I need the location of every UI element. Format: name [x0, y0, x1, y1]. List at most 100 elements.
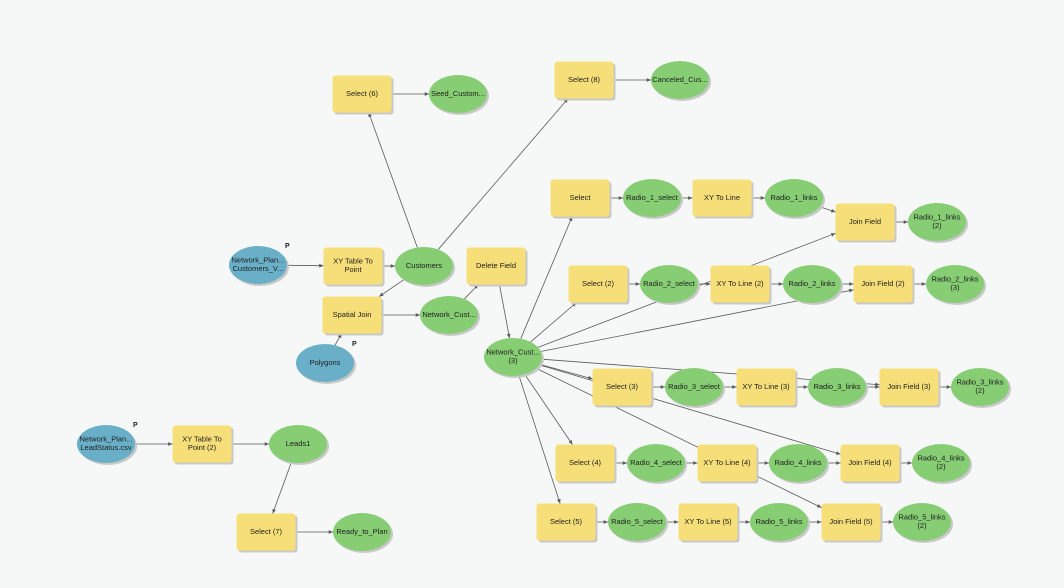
derived-data-node-radio-1-links-2[interactable]: Radio_1_links(2) [908, 203, 968, 243]
tool-box[interactable] [821, 503, 881, 541]
data-ellipse[interactable] [640, 265, 698, 303]
tool-node-spatial-join[interactable]: Spatial Join [322, 296, 384, 336]
derived-data-node-radio-3-select[interactable]: Radio_3_select [665, 368, 725, 408]
data-ellipse[interactable] [429, 75, 487, 113]
data-ellipse[interactable] [484, 338, 542, 376]
tool-box[interactable] [550, 179, 610, 217]
tool-node-xy-to-line-3[interactable]: XY To Line (3) [736, 368, 798, 408]
tool-box[interactable] [466, 247, 526, 285]
tool-node-join-field-5[interactable]: Join Field (5) [821, 503, 883, 543]
tool-node-select[interactable]: Select [550, 179, 612, 219]
tool-node-xy-to-line-5[interactable]: XY To Line (5) [678, 503, 740, 543]
data-ellipse[interactable] [296, 344, 354, 382]
derived-data-node-customers[interactable]: Customers [395, 247, 455, 287]
derived-data-node-leads1[interactable]: Leads1 [269, 425, 329, 465]
tool-box[interactable] [879, 368, 939, 406]
derived-data-node-radio-2-links-3[interactable]: Radio_2_links(3) [926, 265, 986, 305]
connector-n12-to-n37[interactable] [518, 375, 561, 504]
data-ellipse[interactable] [783, 265, 841, 303]
data-ellipse[interactable] [951, 368, 1009, 406]
data-ellipse[interactable] [769, 444, 827, 482]
tool-box[interactable] [568, 265, 628, 303]
tool-box[interactable] [554, 61, 614, 99]
data-ellipse[interactable] [395, 247, 453, 285]
connector-n12-to-n31[interactable] [524, 374, 573, 445]
derived-data-node-seed-custom[interactable]: Seed_Custom... [429, 75, 489, 115]
tool-box[interactable] [853, 265, 913, 303]
data-ellipse[interactable] [893, 503, 951, 541]
tool-box[interactable] [332, 75, 392, 113]
tool-node-select-4[interactable]: Select (4) [555, 444, 617, 484]
tool-box[interactable] [736, 368, 796, 406]
data-ellipse[interactable] [623, 179, 681, 217]
connector-n3-to-n8[interactable] [378, 279, 405, 297]
data-ellipse[interactable] [608, 503, 666, 541]
tool-node-join-field-4[interactable]: Join Field (4) [840, 444, 902, 484]
tool-node-select-8[interactable]: Select (8) [554, 61, 616, 101]
tool-node-xy-to-line-2[interactable]: XY To Line (2) [710, 265, 772, 305]
derived-data-node-radio-5-links[interactable]: Radio_5_links [750, 503, 810, 543]
derived-data-node-radio-4-links[interactable]: Radio_4_links [769, 444, 829, 484]
connector-n12-to-n25[interactable] [539, 363, 593, 380]
connector-n45-to-n46[interactable] [272, 462, 292, 514]
derived-data-node-radio-4-links-2[interactable]: Radio_4_links(2) [912, 444, 972, 484]
data-ellipse[interactable] [908, 203, 966, 241]
tool-node-join-field-3[interactable]: Join Field (3) [879, 368, 941, 408]
tool-node-select-2[interactable]: Select (2) [568, 265, 630, 305]
derived-data-node-radio-5-select[interactable]: Radio_5_select [608, 503, 668, 543]
derived-data-node-radio-2-links[interactable]: Radio_2_links [783, 265, 843, 305]
connector-n12-to-n35[interactable] [539, 364, 841, 455]
derived-data-node-radio-3-links[interactable]: Radio_3_links [808, 368, 868, 408]
tool-node-xy-to-line-4[interactable]: XY To Line (4) [697, 444, 759, 484]
tool-node-xy-to-line[interactable]: XY To Line [692, 179, 754, 219]
tool-box[interactable] [555, 444, 615, 482]
tool-box[interactable] [322, 296, 382, 334]
derived-data-node-radio-4-select[interactable]: Radio_4_select [627, 444, 687, 484]
derived-data-node-radio-2-select[interactable]: Radio_2_select [640, 265, 700, 305]
data-ellipse[interactable] [651, 61, 709, 99]
data-ellipse[interactable] [912, 444, 970, 482]
tool-box[interactable] [678, 503, 738, 541]
derived-data-node-radio-1-select[interactable]: Radio_1_select [623, 179, 683, 219]
tool-node-select-5[interactable]: Select (5) [536, 503, 598, 543]
tool-box[interactable] [236, 513, 296, 551]
connector-n3-to-n6[interactable] [437, 98, 569, 250]
data-ellipse[interactable] [229, 246, 287, 284]
derived-data-node-network-cust[interactable]: Network_Cust... [420, 296, 480, 336]
data-ellipse[interactable] [333, 513, 391, 551]
tool-box[interactable] [323, 247, 383, 285]
derived-data-node-radio-5-links-2[interactable]: Radio_5_links(2) [893, 503, 953, 543]
derived-data-node-network-cust-3[interactable]: Network_Cust...(3) [484, 338, 544, 378]
connector-n11-to-n12[interactable] [499, 284, 511, 339]
tool-node-select-7[interactable]: Select (7) [236, 513, 298, 553]
tool-box[interactable] [172, 425, 232, 463]
data-ellipse[interactable] [665, 368, 723, 406]
tool-node-select-6[interactable]: Select (6) [332, 75, 394, 115]
tool-box[interactable] [710, 265, 770, 303]
derived-data-node-radio-1-links[interactable]: Radio_1_links [765, 179, 825, 219]
data-ellipse[interactable] [926, 265, 984, 303]
data-ellipse[interactable] [627, 444, 685, 482]
connector-n12-to-n19[interactable] [530, 302, 577, 343]
data-ellipse[interactable] [750, 503, 808, 541]
tool-box[interactable] [592, 368, 652, 406]
data-ellipse[interactable] [77, 425, 135, 463]
connector-n12-to-n13[interactable] [520, 216, 573, 339]
tool-node-join-field[interactable]: Join Field [835, 203, 897, 243]
derived-data-node-radio-3-links-2[interactable]: Radio_3_links(2) [951, 368, 1011, 408]
tool-box[interactable] [835, 203, 895, 241]
tool-node-join-field-2[interactable]: Join Field (2) [853, 265, 915, 305]
connector-n3-to-n4[interactable] [368, 112, 418, 248]
tool-box[interactable] [697, 444, 757, 482]
data-ellipse[interactable] [765, 179, 823, 217]
tool-box[interactable] [692, 179, 752, 217]
input-data-node-network-plan-customers-v[interactable]: Network_Plan...Customers_V...P [229, 243, 290, 286]
tool-node-delete-field[interactable]: Delete Field [466, 247, 528, 287]
tool-box[interactable] [536, 503, 596, 541]
data-ellipse[interactable] [269, 425, 327, 463]
connector-n12-to-n41[interactable] [536, 367, 822, 508]
